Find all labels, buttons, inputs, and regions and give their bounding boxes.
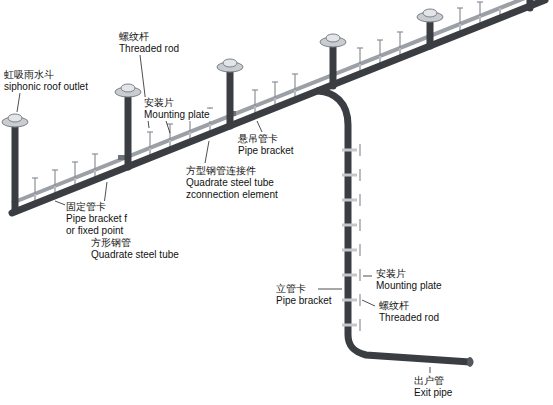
riser-pipe — [318, 91, 470, 362]
part-label: 立管卡 — [275, 283, 307, 295]
part-label: 方型钢管连接件 — [185, 165, 257, 177]
part-label: Pipe bracket — [275, 295, 333, 307]
part-label: 安装片 — [375, 268, 407, 280]
part-label: 螺纹杆 — [118, 31, 150, 43]
collector-pipe — [12, 0, 545, 213]
riser-brackets — [342, 144, 360, 331]
part-label: siphonic roof outlet — [3, 81, 89, 93]
part-label: 螺纹杆 — [378, 300, 410, 312]
part-label: Exit pipe — [413, 387, 453, 399]
part-label: Pipe bracket f or fixed point — [65, 213, 139, 237]
part-label: 安装片 — [143, 97, 175, 109]
part-label: Quadrate steel tube — [90, 249, 180, 261]
part-label: 方形钢管 — [90, 237, 132, 249]
exit-pipe-end — [467, 357, 473, 367]
roof-outlets — [2, 9, 443, 127]
part-label: 出户管 — [413, 375, 445, 387]
leader-lines — [17, 55, 430, 373]
part-label: Threaded rod — [378, 312, 440, 324]
part-label: 虹吸雨水斗 — [3, 69, 55, 81]
part-label: 固定管卡 — [65, 201, 107, 213]
part-label: Quadrate steel tube zconnection element — [185, 177, 317, 201]
part-label: Mounting plate — [143, 109, 211, 121]
part-label: Threaded rod — [118, 43, 180, 55]
part-label: Pipe bracket — [237, 145, 295, 157]
part-label: 悬吊管卡 — [237, 133, 279, 145]
part-label: Mounting plate — [375, 280, 443, 292]
threaded-rods — [32, 2, 483, 194]
